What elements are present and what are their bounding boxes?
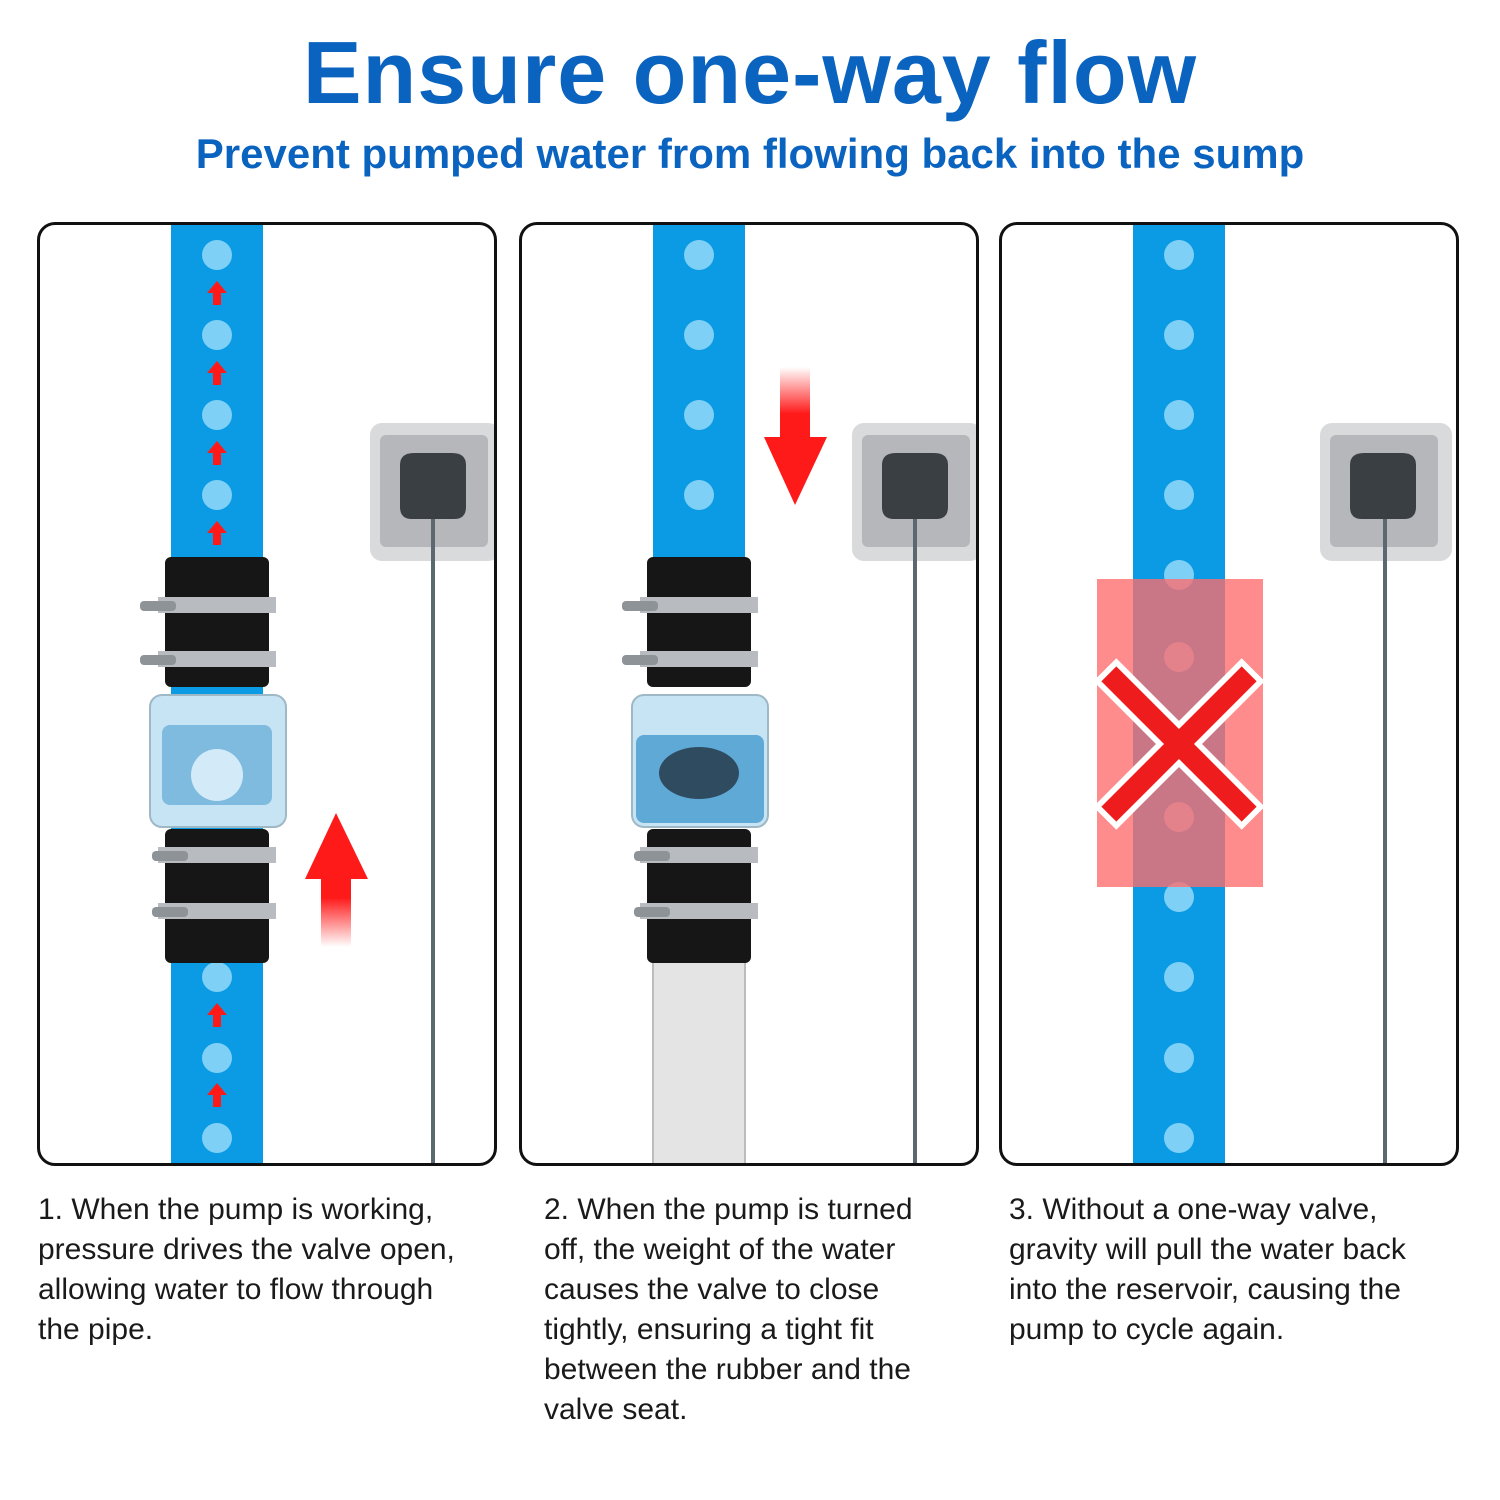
up-arrow-icon	[305, 813, 368, 947]
down-arrow-icon	[764, 367, 827, 505]
water-bubbles	[202, 240, 232, 1153]
check-valve-icon	[622, 557, 769, 963]
pipe-water	[653, 225, 745, 565]
x-mark-icon	[1093, 658, 1265, 830]
wall-outlet-icon	[370, 423, 494, 1163]
water-bubbles	[684, 240, 714, 510]
flow-arrows-small	[207, 281, 227, 1107]
page-subtitle: Prevent pumped water from flowing back i…	[195, 130, 1305, 177]
wall-outlet-icon	[852, 423, 976, 1163]
caption-step-1: 1. When the pump is working, pressure dr…	[38, 1193, 455, 1346]
pipe-empty	[652, 954, 746, 1163]
check-valve-icon	[140, 557, 287, 963]
wall-outlet-icon	[1320, 423, 1452, 1163]
panel-pump-working	[37, 222, 497, 1166]
panel-pump-off	[519, 222, 979, 1166]
page-title: Ensure one-way flow	[302, 23, 1198, 122]
panel-no-valve	[999, 222, 1459, 1166]
caption-step-3: 3. Without a one-way valve, gravity will…	[1009, 1193, 1406, 1346]
caption-step-2: 2. When the pump is turned off, the weig…	[544, 1193, 913, 1426]
